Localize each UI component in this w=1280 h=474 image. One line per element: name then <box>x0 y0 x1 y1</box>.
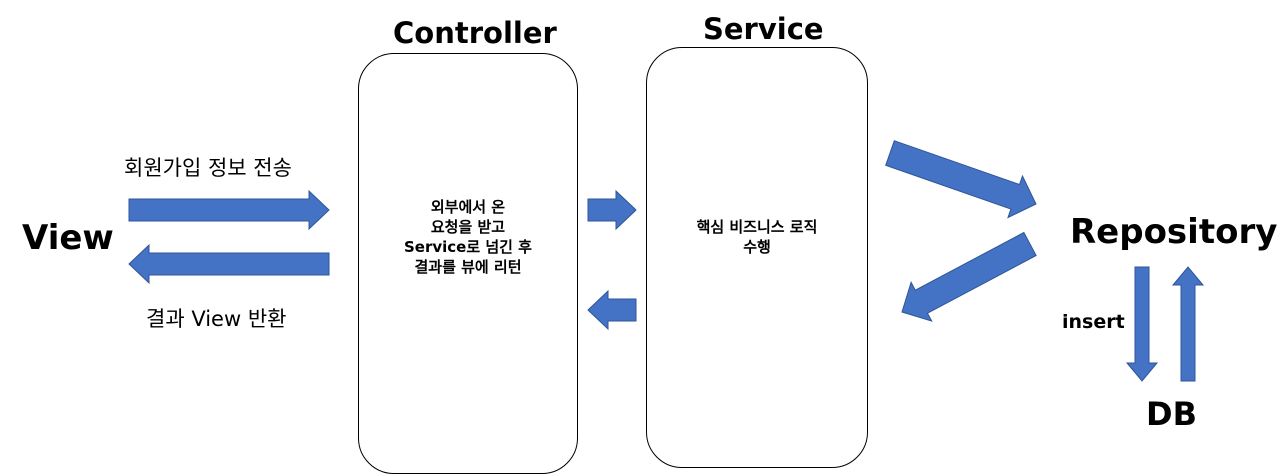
service-to-repository-arrow <box>885 140 1037 219</box>
controller-line: 결과를 뷰에 리턴 <box>414 258 522 276</box>
repository-node: Repository <box>1070 212 1278 252</box>
service-box <box>646 47 868 468</box>
insert-edge-label: insert <box>1062 311 1125 333</box>
controller-line: 외부에서 온 <box>430 198 506 216</box>
controller-to-view-arrow <box>128 243 330 285</box>
controller-line: Service로 넘긴 후 <box>403 238 532 256</box>
service-line: 핵심 비즈니스 로직 <box>696 218 818 236</box>
db-to-repository-arrow <box>1171 266 1205 382</box>
controller-box <box>358 53 578 474</box>
controller-title: Controller <box>393 16 557 50</box>
view-to-controller-arrow <box>128 189 330 231</box>
service-line: 수행 <box>743 238 771 256</box>
service-description: 핵심 비즈니스 로직 수행 <box>646 217 868 257</box>
controller-to-service-arrow <box>587 189 637 231</box>
service-to-controller-arrow <box>587 289 637 331</box>
repository-to-service-arrow <box>901 231 1037 322</box>
repository-to-db-arrow <box>1125 266 1159 382</box>
controller-description: 외부에서 온 요청을 받고 Service로 넘긴 후 결과를 뷰에 리턴 <box>358 197 578 277</box>
result-edge-label: 결과 View 반환 <box>146 307 287 331</box>
db-node: DB <box>1146 395 1197 433</box>
view-node: View <box>22 218 114 258</box>
service-title: Service <box>703 12 824 46</box>
signup-edge-label: 회원가입 정보 전송 <box>124 156 292 180</box>
controller-line: 요청을 받고 <box>430 218 506 236</box>
